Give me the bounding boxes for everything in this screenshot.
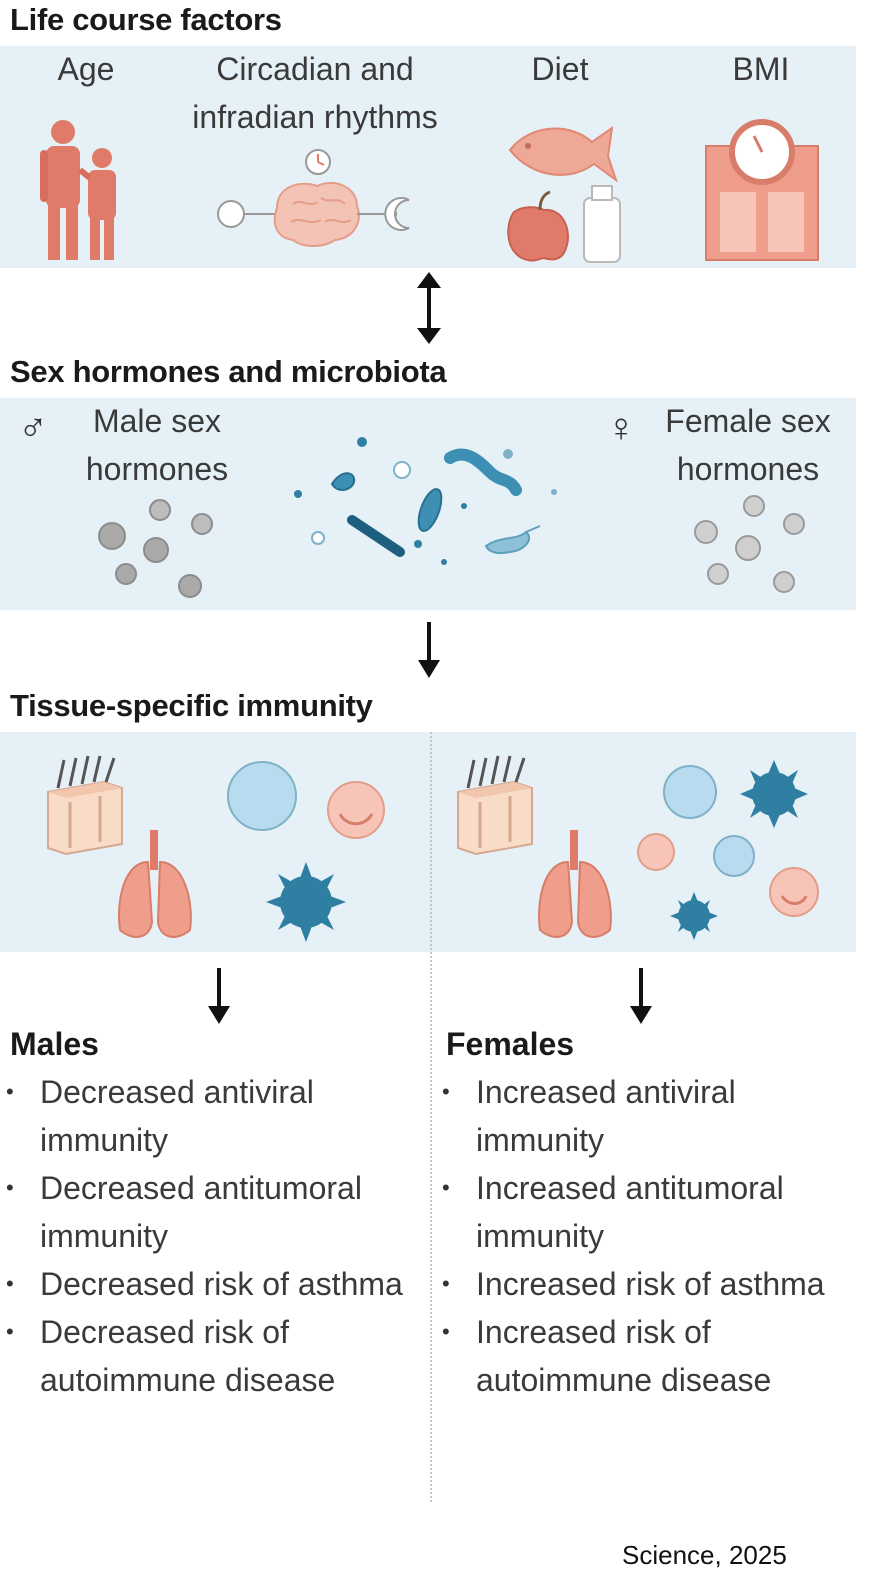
people-icon [40, 120, 116, 260]
life-course-title: Life course factors [10, 2, 282, 37]
list-item: Decreased antitumoral immunity [6, 1164, 411, 1260]
center-divider [430, 732, 432, 1502]
bmi-label: BMI [732, 51, 790, 87]
females-title: Females [446, 1026, 575, 1062]
female-down-arrow-icon [630, 968, 652, 1024]
females-effects-list: Increased antiviral immunity Increased a… [442, 1068, 854, 1404]
female-symbol-icon: ♀ [606, 406, 636, 450]
male-hormone-dots-icon [98, 499, 213, 598]
male-hormones-line1: Male sex [92, 403, 222, 439]
list-item: Decreased risk of autoimmune disease [6, 1308, 411, 1404]
immunity-title: Tissue-specific immunity [10, 688, 373, 723]
hormones-panel: ♂ Male sex hormones ♀ Female sex hormone… [0, 398, 856, 610]
female-hormones-line2: hormones [676, 451, 820, 487]
age-label: Age [57, 51, 115, 87]
diet-label: Diet [531, 51, 589, 87]
double-arrow-icon [417, 272, 441, 344]
female-hormone-dots-icon [694, 495, 805, 593]
list-item: Increased risk of autoimmune disease [442, 1308, 854, 1404]
male-symbol-icon: ♂ [18, 406, 48, 450]
immunity-panel [0, 732, 856, 952]
list-item: Decreased antiviral immunity [6, 1068, 411, 1164]
male-down-arrow-icon [208, 968, 230, 1024]
list-item: Increased risk of asthma [442, 1260, 854, 1308]
list-item: Increased antitumoral immunity [442, 1164, 854, 1260]
rhythms-label-line2: infradian rhythms [192, 99, 438, 135]
male-tissue-immunity-icon [47, 755, 385, 942]
males-title: Males [10, 1026, 99, 1062]
rhythms-label-line1: Circadian and [216, 51, 414, 87]
food-icon [507, 125, 621, 263]
female-hormones-line1: Female sex [665, 403, 831, 439]
female-tissue-immunity-icon [457, 755, 819, 940]
list-item: Increased antiviral immunity [442, 1068, 854, 1164]
hormones-title: Sex hormones and microbiota [10, 354, 447, 389]
brain-clock-icon [217, 149, 410, 247]
microbiota-icon [294, 437, 557, 565]
male-hormones-line2: hormones [85, 451, 229, 487]
source-credit: Science, 2025 [622, 1540, 787, 1570]
scale-icon [705, 119, 819, 261]
males-effects-list: Decreased antiviral immunity Decreased a… [6, 1068, 411, 1404]
list-item: Decreased risk of asthma [6, 1260, 411, 1308]
life-course-panel: Age Circadian and infradian rhythms Diet… [0, 46, 856, 268]
down-arrow-icon [418, 622, 440, 678]
